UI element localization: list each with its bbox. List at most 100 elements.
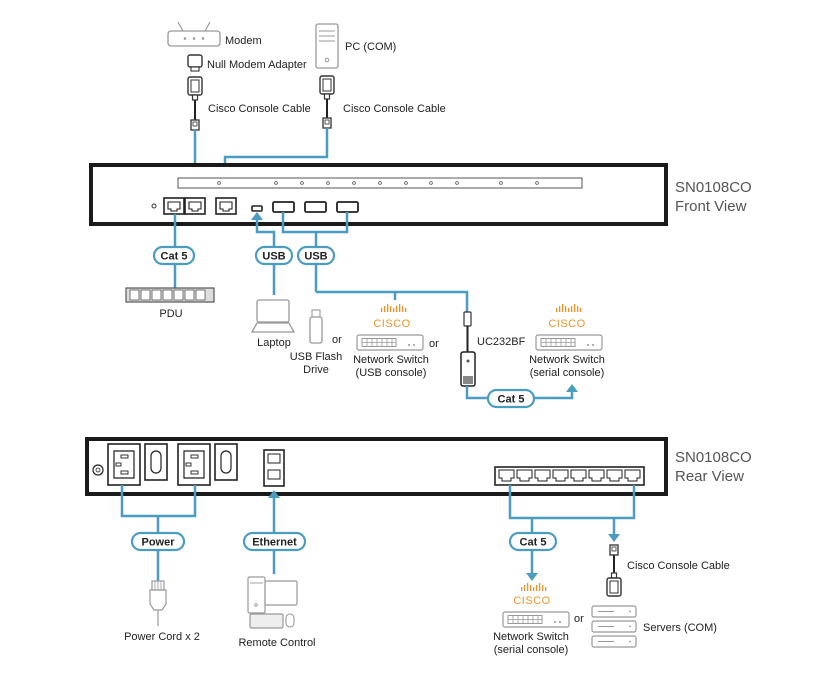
switch-usb-label-2: (USB console) [356, 367, 427, 379]
switch-icon [502, 611, 570, 628]
cisco-logo-icon [556, 304, 582, 312]
serial-port-7[interactable] [606, 469, 623, 482]
console-cable-right: Cisco Console Cable [319, 75, 446, 129]
remote-control-pc: Remote Control [238, 576, 316, 649]
usb-flash-label-2: Drive [303, 364, 329, 376]
serial-port-3[interactable] [534, 469, 551, 482]
rj45-plug-icon [322, 117, 332, 129]
power-switch-1[interactable] [144, 443, 168, 481]
rj45-port-console-1[interactable] [184, 197, 206, 215]
mini-usb-port[interactable] [251, 205, 263, 212]
servers-label: Servers (COM) [643, 622, 717, 634]
servers-com: Servers (COM) [591, 605, 717, 648]
power-switch-2[interactable] [214, 443, 238, 481]
switch-rear-label-2: (serial console) [494, 644, 569, 656]
ethernet-port[interactable] [263, 449, 285, 487]
rj45-plug-icon [609, 544, 619, 556]
pdu: PDU [125, 287, 215, 320]
ethernet-pill: Ethernet [242, 531, 307, 552]
cable-serial-bus [508, 485, 636, 520]
usb-port-2[interactable] [304, 201, 327, 213]
monitor-icon [264, 580, 298, 606]
rear-view-label: Rear View [675, 468, 744, 485]
switch-icon [356, 334, 424, 351]
cisco-logo-text: CISCO [548, 318, 585, 330]
network-switch-serial-console-front: CISCO Network Switch (serial console) [529, 304, 605, 379]
mouse-icon [285, 613, 295, 628]
cable-usb-branch [316, 290, 469, 312]
switch-icon [535, 334, 603, 351]
network-switch-serial-console-rear: CISCO or Network Switch (serial console) [493, 583, 584, 656]
usb-flash-drive: or USB Flash Drive [290, 309, 343, 376]
laptop-icon [256, 299, 290, 323]
usb-pill-right: USB [296, 245, 336, 266]
reset-button[interactable] [151, 203, 157, 209]
rj45-port-console-2[interactable] [215, 197, 237, 215]
db9-connector-icon [319, 75, 335, 100]
or-label-1: or [332, 334, 342, 346]
power-pill: Power [130, 531, 186, 552]
remote-control-label: Remote Control [238, 637, 315, 649]
front-model-label: SN0108CO [675, 179, 752, 196]
uc232bf-adapter: UC232BF [460, 311, 526, 387]
db9-connector-icon [187, 76, 203, 101]
keyboard-icon [249, 613, 284, 629]
switch-serial-label-2: (serial console) [530, 367, 605, 379]
adapter-icon [187, 54, 203, 68]
chassis-front [89, 163, 668, 226]
usb-flash-label-1: USB Flash [290, 351, 343, 363]
serial-port-5[interactable] [570, 469, 587, 482]
null-modem-adapter: Null Modem Adapter [187, 54, 307, 72]
usb-port-1[interactable] [272, 201, 295, 213]
cisco-logo-text: CISCO [373, 318, 410, 330]
serial-port-6[interactable] [588, 469, 605, 482]
modem-label: Modem [225, 35, 262, 47]
usb-plug-icon [463, 311, 472, 327]
usb-right-label: USB [304, 251, 327, 263]
usb-port-3[interactable] [336, 201, 359, 213]
cisco-logo-icon [381, 304, 407, 312]
rj45-plug-icon [190, 119, 200, 131]
power-label: Power [141, 537, 175, 549]
cat5-pill-rear: Cat 5 [508, 531, 558, 552]
switch-usb-label-1: Network Switch [353, 354, 429, 366]
switch-serial-label-1: Network Switch [529, 354, 605, 366]
power-inlet-2[interactable] [177, 443, 211, 486]
pdu-label: PDU [159, 308, 182, 320]
serial-port-8[interactable] [624, 469, 641, 482]
rj45-port-pdu[interactable] [163, 197, 185, 215]
pc-com: PC (COM) [315, 23, 396, 69]
rear-panel [85, 437, 668, 496]
pc-com-label: PC (COM) [345, 41, 396, 53]
laptop: Laptop [250, 299, 296, 349]
cat5-rear-label: Cat 5 [520, 537, 547, 549]
serial-port-1[interactable] [498, 469, 515, 482]
power-cord: Power Cord x 2 [124, 580, 200, 643]
desktop-pc-icon [247, 576, 266, 614]
modem: Modem [167, 21, 262, 47]
pc-tower-icon [315, 23, 339, 69]
console-cable-right-label: Cisco Console Cable [343, 103, 446, 115]
uc232bf-label: UC232BF [477, 336, 526, 348]
null-modem-adapter-label: Null Modem Adapter [207, 59, 307, 71]
console-cable-left: Cisco Console Cable [187, 76, 311, 131]
console-cable-rear: Cisco Console Cable [606, 544, 730, 597]
or-label-2: or [429, 338, 439, 350]
cat5-adapter-label: Cat 5 [498, 394, 525, 406]
or-label-rear: or [574, 613, 584, 625]
power-inlet-1[interactable] [107, 443, 141, 486]
laptop-label: Laptop [257, 337, 291, 349]
cisco-logo-icon [521, 583, 547, 591]
cat5-pill-adapter: Cat 5 [486, 388, 536, 409]
ground-screw-icon [92, 464, 104, 476]
console-cable-left-label: Cisco Console Cable [208, 103, 311, 115]
usb-pill-laptop: USB [254, 245, 294, 266]
cat5-pill-pdu: Cat 5 [152, 245, 196, 266]
console-cable-rear-label: Cisco Console Cable [627, 560, 730, 572]
serial-port-2[interactable] [516, 469, 533, 482]
ethernet-label: Ethernet [252, 537, 297, 549]
switch-rear-label-1: Network Switch [493, 631, 569, 643]
front-panel [89, 163, 668, 226]
serial-port-4[interactable] [552, 469, 569, 482]
